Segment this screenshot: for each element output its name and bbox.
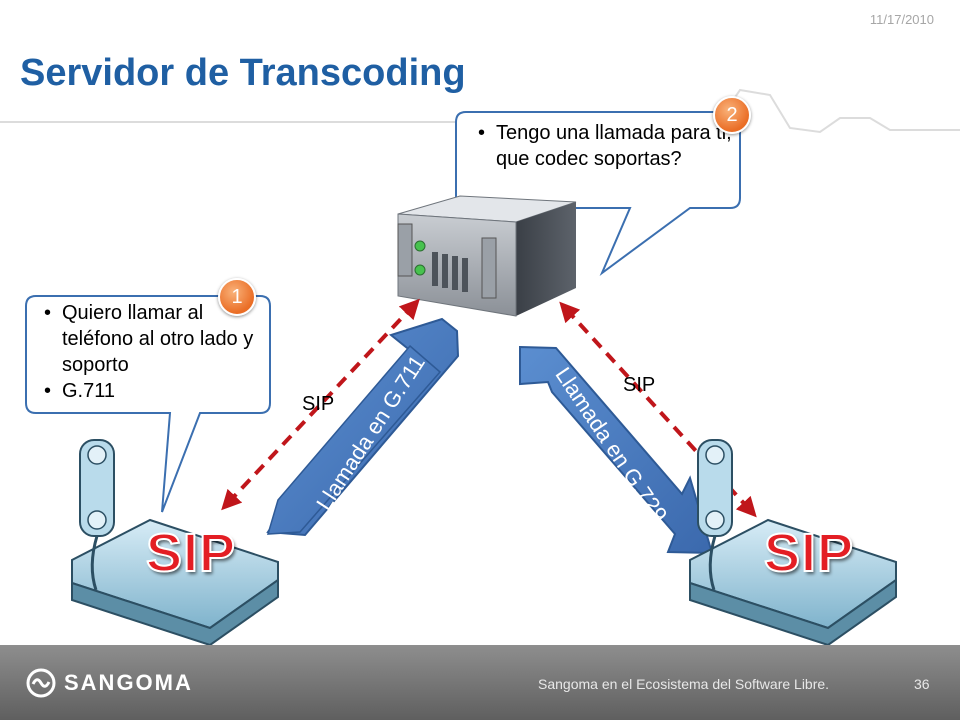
sip-label-right: SIP	[623, 374, 656, 396]
footer-caption: Sangoma en el Ecosistema del Software Li…	[538, 676, 830, 692]
phone-right-sip-logo: SIP	[763, 522, 855, 584]
phone-left-sip-logo: SIP	[145, 522, 237, 584]
sangoma-logo-text: SANGOMA	[64, 670, 193, 695]
callout-left-text: Quiero llamar al teléfono al otro lado y…	[40, 300, 270, 404]
step-badge-1: 1	[218, 278, 256, 316]
sangoma-logo: SANGOMA	[26, 668, 193, 698]
sip-label-left: SIP	[302, 393, 335, 415]
sangoma-logo-icon	[26, 668, 56, 698]
callout-right-bullet-1: Tengo una llamada para ti, que codec sop…	[474, 120, 734, 172]
sip-phone-left	[71, 439, 279, 647]
callout-left-bullet-1: Quiero llamar al teléfono al otro lado y…	[40, 300, 270, 378]
callout-right-text: Tengo una llamada para ti, que codec sop…	[474, 120, 734, 172]
sip-dashed-arrow-left	[221, 298, 420, 511]
slide-title: Servidor de Transcoding	[20, 52, 466, 94]
page-number: 36	[914, 676, 930, 692]
transcoding-server	[397, 195, 577, 317]
sip-phone-right	[689, 439, 897, 647]
callout-left-bullet-2: G.711	[40, 378, 270, 404]
step-badge-2: 2	[713, 96, 751, 134]
footer-bar	[0, 645, 960, 720]
slide-date: 11/17/2010	[869, 12, 934, 27]
